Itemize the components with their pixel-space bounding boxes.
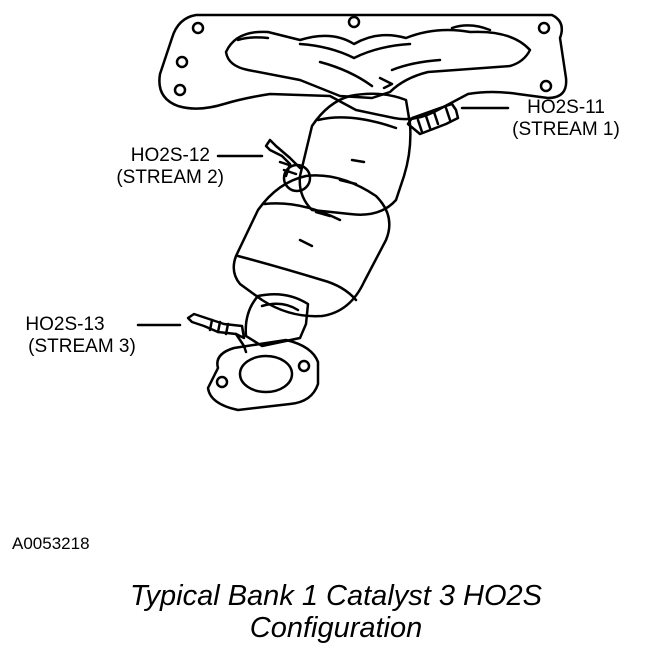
figure-caption: Typical Bank 1 Catalyst 3 HO2S Configura… bbox=[0, 580, 672, 644]
ho2s-13-sensor bbox=[186, 312, 248, 354]
ho2s-12-sensor bbox=[264, 138, 312, 193]
label-ho2s-13-stream: (STREAM 3) bbox=[28, 336, 136, 357]
caption-line-2: Configuration bbox=[249, 612, 423, 644]
caption-line-1: Typical Bank 1 Catalyst 3 HO2S bbox=[129, 580, 543, 612]
label-ho2s-12: HO2S-12 (STREAM 2) bbox=[70, 145, 224, 189]
manifold-runners bbox=[224, 24, 532, 100]
upper-catalyst bbox=[298, 92, 412, 216]
label-ho2s-13: HO2S-13 (STREAM 3) bbox=[8, 314, 156, 358]
outlet-flange bbox=[206, 338, 320, 412]
figure-id: A0053218 bbox=[12, 534, 90, 553]
label-ho2s-11: HO2S-11 (STREAM 1) bbox=[496, 97, 636, 141]
manifold-flange bbox=[158, 13, 568, 121]
label-ho2s-12-name: HO2S-12 bbox=[130, 145, 210, 166]
outlet-pipe bbox=[244, 293, 310, 348]
label-ho2s-12-stream: (STREAM 2) bbox=[116, 167, 224, 188]
label-ho2s-11-stream: (STREAM 1) bbox=[512, 119, 620, 140]
label-ho2s-11-name: HO2S-11 bbox=[527, 97, 605, 118]
label-ho2s-13-name: HO2S-13 bbox=[25, 314, 105, 335]
ho2s-11-sensor bbox=[406, 102, 460, 136]
lower-catalyst bbox=[232, 174, 391, 318]
